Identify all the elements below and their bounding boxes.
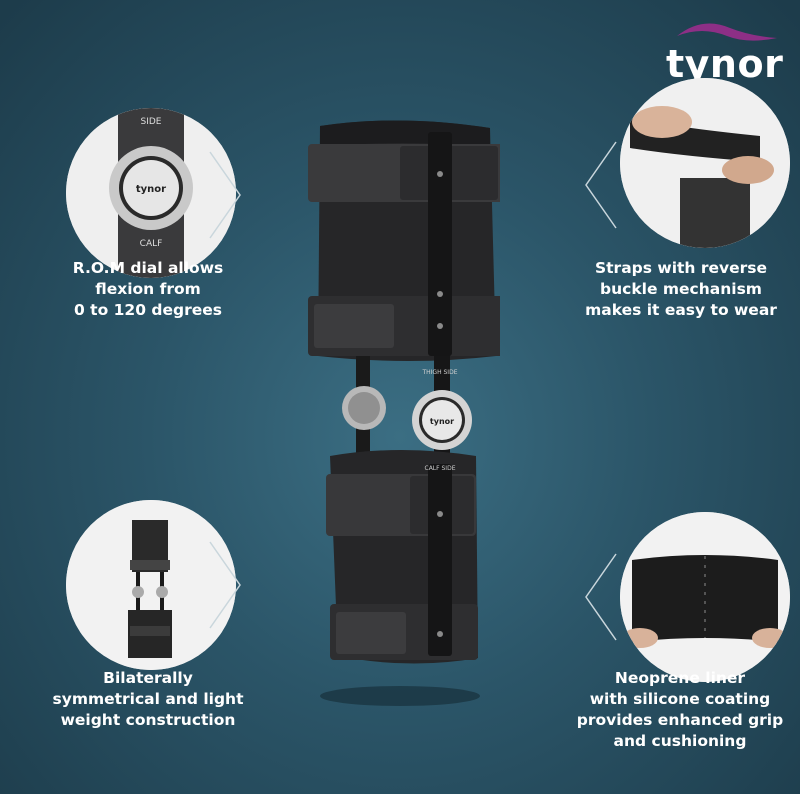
liner-inset-image (620, 512, 790, 682)
rom-dial-photo: tynor SIDE CALF (66, 108, 236, 278)
rom-dial-inset-image: tynor SIDE CALF (66, 108, 236, 278)
thigh-side-label: THIGH SIDE (421, 369, 457, 376)
rom-dial-brand: tynor (136, 184, 166, 195)
knee-brace-image: tynor THIGH SIDE CALF SIDE (308, 120, 500, 706)
liner-caption: Neoprene liner with silicone coating pro… (576, 669, 784, 750)
rom-dial-side-label: SIDE (141, 117, 162, 127)
brand-logo: tynor (662, 18, 786, 88)
calf-side-label: CALF SIDE (425, 465, 456, 472)
straps-photo (620, 78, 790, 248)
straps-caption: Straps with reverse buckle mechanism mak… (585, 259, 777, 319)
bilateral-inset-image (66, 500, 236, 670)
chevron-right-icon (209, 541, 241, 629)
bilateral-photo (66, 500, 236, 670)
liner-photo (620, 512, 790, 682)
chevron-left-icon (585, 553, 617, 641)
straps-inset-image (620, 78, 790, 248)
brand-swoosh-icon (677, 23, 777, 41)
brand-name: tynor (666, 42, 784, 86)
rom-dial-caption: R.O.M dial allows flexion from 0 to 120 … (72, 259, 224, 319)
rom-dial-calf-label: CALF (140, 239, 163, 249)
chevron-right-icon (209, 151, 241, 239)
dial-brand-label: tynor (430, 417, 454, 426)
bilateral-caption: Bilaterally symmetrical and light weight… (52, 669, 244, 729)
chevron-left-icon (585, 141, 617, 229)
